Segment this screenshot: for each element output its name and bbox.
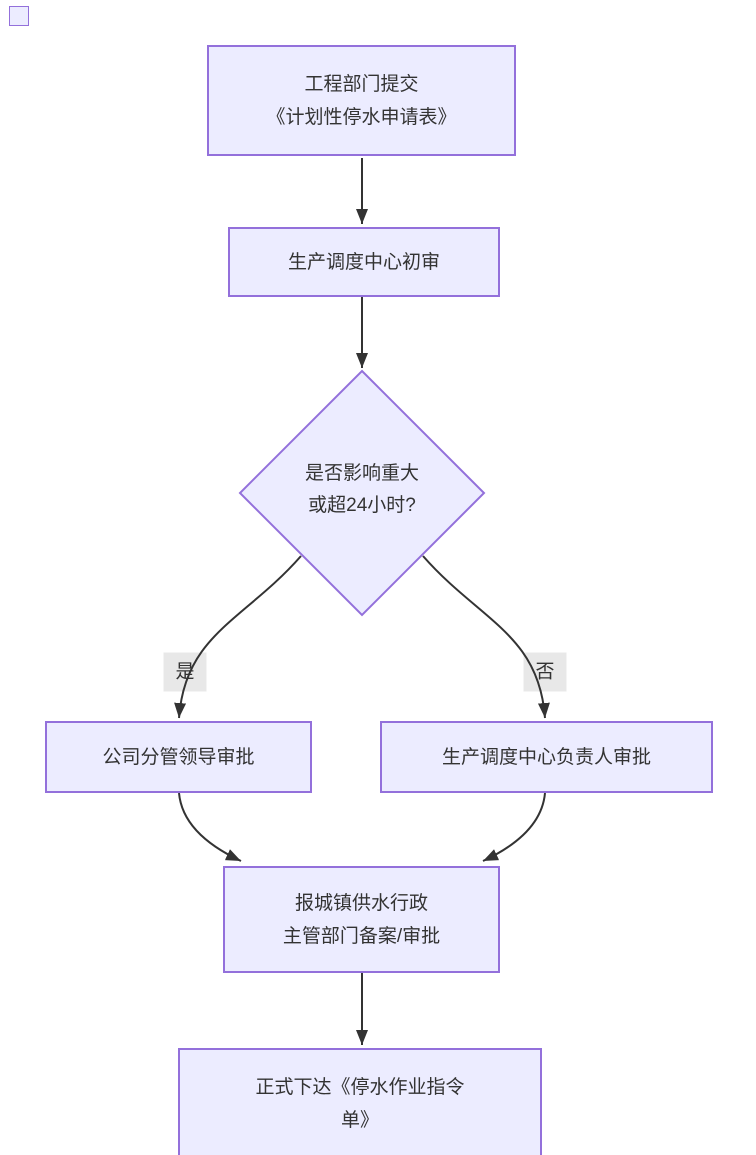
node-text: 工程部门提交 xyxy=(304,73,419,95)
node-text: 主管部门备案/审批 xyxy=(282,925,441,947)
decorative-node-square xyxy=(9,6,29,26)
edge-label-no: 否 xyxy=(523,652,567,692)
node-text: 正式下达《停水作业指令 xyxy=(255,1077,465,1098)
node-text: 或超24小时? xyxy=(308,495,416,516)
node-gov-filing: 报城镇供水行政 主管部门备案/审批 xyxy=(223,866,500,973)
node-text: 《计划性停水申请表》 xyxy=(266,106,457,128)
node-text: 生产调度中心负责人审批 xyxy=(441,746,651,768)
edge-leader-to-filing xyxy=(178,792,242,862)
node-issue-order: 正式下达《停水作业指令 单》 xyxy=(178,1048,542,1155)
node-initial-review: 生产调度中心初审 xyxy=(228,227,500,297)
node-text: 生产调度中心初审 xyxy=(287,251,440,273)
node-decision-text: 是否影响重大 或超24小时? xyxy=(242,458,482,522)
edge-label-yes: 是 xyxy=(163,652,207,692)
node-text: 公司分管领导审批 xyxy=(102,746,255,768)
edge-centerhead-to-filing xyxy=(482,792,546,862)
node-leader-approval: 公司分管领导审批 xyxy=(45,721,312,793)
edge-decision-yes xyxy=(174,555,302,719)
node-submit-application: 工程部门提交 《计划性停水申请表》 xyxy=(207,45,516,156)
node-text: 报城镇供水行政 xyxy=(294,892,428,914)
node-text: 单》 xyxy=(340,1110,379,1131)
edge-decision-no xyxy=(422,555,550,719)
node-text: 是否影响重大 xyxy=(304,463,419,484)
node-center-head-approval: 生产调度中心负责人审批 xyxy=(380,721,713,793)
